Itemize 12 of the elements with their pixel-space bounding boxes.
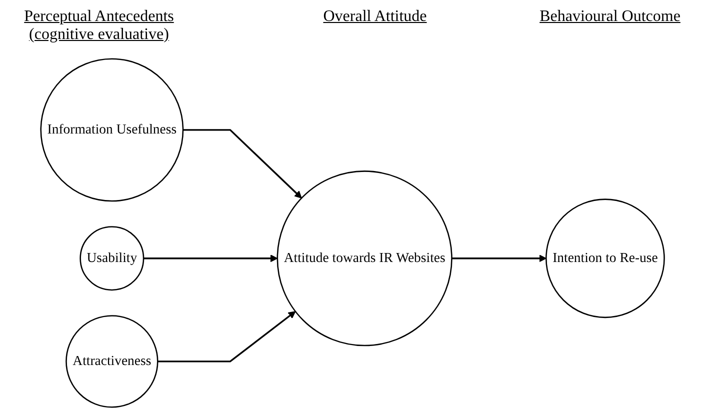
node-circle: Usability (80, 226, 144, 291)
column-heading: Behavioural Outcome (538, 8, 682, 26)
column-heading: Perceptual Antecedents (cognitive evaluative) (23, 8, 175, 44)
arrow (143, 254, 278, 262)
node-circle: Attractiveness (66, 315, 158, 408)
node-circle: Attitude towards IR Websites (276, 170, 452, 346)
column-heading: Overall Attitude (322, 8, 428, 26)
arrow (158, 311, 296, 362)
node-circle: Information Usefulness (40, 58, 184, 202)
arrow (452, 254, 546, 262)
node-circle: Intention to Re-use (545, 198, 665, 318)
arrow (182, 129, 302, 198)
